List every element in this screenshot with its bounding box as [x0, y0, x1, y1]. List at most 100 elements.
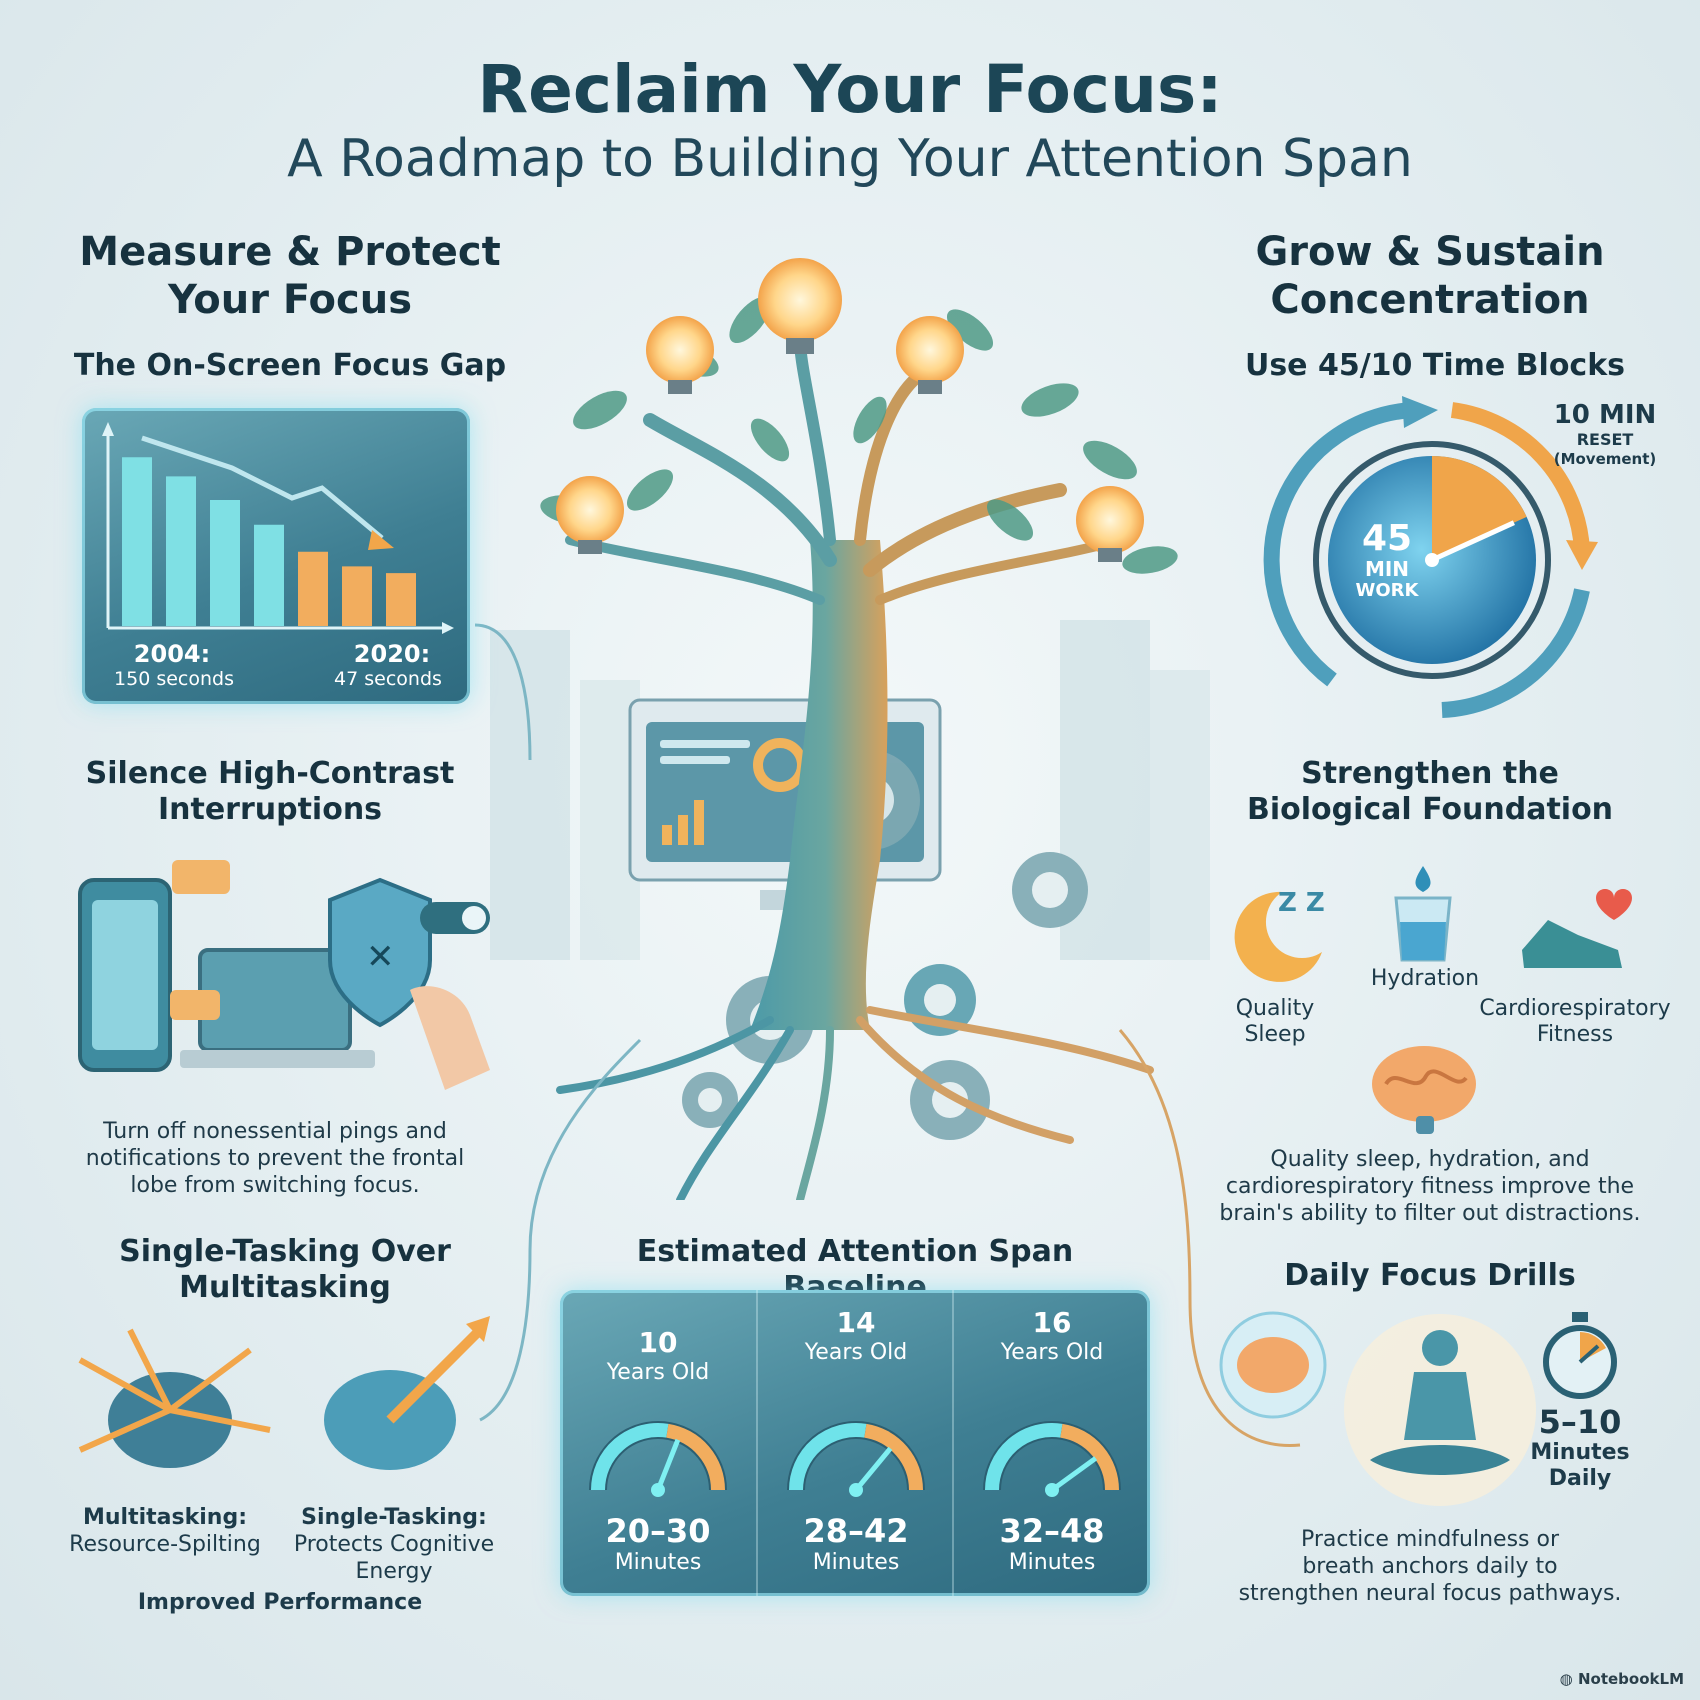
single-tasking-title-line1: Single-Tasking Over [119, 1234, 451, 1269]
gauge-arc [1060, 1423, 1119, 1491]
reset-label: 10 MIN RESET (Movement) [1540, 400, 1670, 469]
fitness-label: Cardiorespiratory Fitness [1470, 996, 1680, 1048]
age-value: 14 [836, 1306, 876, 1339]
gauge-hub [1045, 1483, 1059, 1497]
gauge-arc [789, 1423, 867, 1491]
age-label: Years Old [606, 1360, 710, 1385]
drill-duration: 5–10 Minutes Daily [1520, 1404, 1640, 1492]
brand-logo-icon: ◍ [1559, 1670, 1573, 1688]
single-tasking-label-line3: Energy [355, 1559, 433, 1584]
left-section-title-line1: Measure & Protect [79, 229, 501, 275]
cycle-arrow-bottom [1441, 588, 1590, 718]
work-minutes: 45 [1361, 518, 1413, 559]
mute-icon: ✕ [366, 937, 395, 977]
attention-gauge [983, 1421, 1121, 1497]
brand-name: NotebookLM [1577, 1670, 1684, 1688]
page-subtitle: A Roadmap to Building Your Attention Spa… [287, 129, 1413, 189]
biological-body-line1: Quality sleep, hydration, and [1270, 1147, 1590, 1172]
single-tasking-label-line1: Single-Tasking: [301, 1505, 487, 1530]
interruptions-body-line1: Turn off nonessential pings and [103, 1119, 447, 1144]
gauge-hub [651, 1483, 665, 1497]
drills-title: Daily Focus Drills [1284, 1258, 1576, 1293]
reset-caption: RESET [1576, 430, 1634, 449]
trend-line [141, 435, 384, 540]
gauge-arc [985, 1423, 1063, 1491]
improved-performance-label: Improved Performance [137, 1590, 423, 1615]
single-tasking-label: Single-Tasking: Protects Cognitive Energ… [284, 1504, 504, 1585]
meditation-figure-icon [1344, 1314, 1536, 1506]
gauge-arc [864, 1423, 923, 1491]
fitness-label-line2: Fitness [1536, 1022, 1614, 1047]
gauge-needle [1050, 1456, 1098, 1493]
work-caption: WORK [1355, 580, 1419, 601]
chat-bubble-icon [172, 860, 230, 894]
sneaker-heart-icon [1522, 889, 1632, 968]
age-value: 10 [638, 1326, 678, 1359]
interruptions-title-line1: Silence High-Contrast [85, 756, 455, 791]
multitasking-label-line2: Resource-Spilting [69, 1532, 261, 1557]
focus-bar [166, 476, 196, 626]
focus-bar [342, 566, 372, 626]
gauge-hub [849, 1483, 863, 1497]
trend-arrow [368, 530, 394, 550]
end-year-label: 2020: [353, 640, 431, 668]
multitasking-label-line1: Multitasking: [83, 1505, 247, 1530]
attention-gauge [787, 1421, 925, 1497]
biological-title-line1: Strengthen the [1301, 756, 1559, 791]
start-year-label: 2004: [133, 640, 211, 668]
single-tasking-title-line2: Multitasking [179, 1270, 391, 1305]
drill-duration-value: 5–10 [1538, 1403, 1622, 1441]
attention-range: 28–42 [803, 1512, 909, 1550]
time-block-clock [1263, 396, 1598, 718]
single-tasking-title: Single-Tasking Over Multitasking [40, 1234, 530, 1306]
focus-bar [298, 551, 328, 626]
attention-unit: Minutes [614, 1550, 702, 1575]
water-glass-icon [1394, 866, 1452, 962]
biological-body: Quality sleep, hydration, and cardioresp… [1180, 1146, 1680, 1227]
drill-brain-icon [1219, 1311, 1327, 1419]
right-section-title: Grow & Sustain Concentration [1180, 228, 1680, 324]
age-value: 16 [1032, 1306, 1072, 1339]
zz-icon: Z Z [1278, 888, 1325, 918]
interruptions-title: Silence High-Contrast Interruptions [40, 756, 500, 828]
time-blocks-title: Use 45/10 Time Blocks [1244, 348, 1626, 383]
drills-body: Practice mindfulness or breath anchors d… [1190, 1526, 1670, 1607]
focus-gap-chart [102, 422, 454, 634]
drills-body-line3: strengthen neural focus pathways. [1238, 1581, 1622, 1606]
brain-icon [1372, 1046, 1476, 1134]
hydration-label: Hydration [1370, 966, 1480, 991]
cycle-arrow-right [1450, 402, 1590, 551]
cycle-arrow-left [1263, 402, 1413, 687]
multitasking-brain-icon [78, 1328, 271, 1468]
biological-title-line2: Biological Foundation [1246, 792, 1614, 827]
laptop-icon [198, 948, 352, 1052]
attention-range: 32–48 [999, 1512, 1105, 1550]
single-tasking-brain-icon [324, 1316, 490, 1470]
y-axis-arrow [102, 422, 114, 436]
x-axis-arrow [442, 622, 454, 634]
work-label: 45 MIN WORK [1342, 520, 1432, 602]
tree-illustration [490, 258, 1210, 1200]
sleep-label: Quality Sleep [1200, 996, 1350, 1048]
shield-icon [328, 877, 432, 1028]
reset-note: (Movement) [1553, 450, 1657, 468]
notification-devices-illustration: ✕ [78, 860, 490, 1090]
left-section-title: Measure & Protect Your Focus [40, 228, 540, 324]
right-section-title-line2: Concentration [1270, 277, 1590, 323]
drills-body-line1: Practice mindfulness or [1300, 1527, 1560, 1552]
focus-bar [386, 573, 416, 626]
brand-label: ◍ NotebookLM [1560, 1670, 1684, 1688]
interruptions-body-line2: notifications to prevent the frontal [85, 1146, 465, 1171]
biological-body-line3: brain's ability to filter out distractio… [1219, 1201, 1641, 1226]
chat-bubble-icon [170, 990, 220, 1020]
clock-hand [1430, 520, 1515, 563]
end-value-label: 47 seconds [334, 668, 442, 690]
biological-body-line2: cardiorespiratory fitness improve the [1225, 1174, 1635, 1199]
reset-minutes: 10 MIN [1553, 400, 1657, 430]
work-unit: MIN [1364, 557, 1410, 581]
stopwatch-icon [1543, 1312, 1617, 1399]
